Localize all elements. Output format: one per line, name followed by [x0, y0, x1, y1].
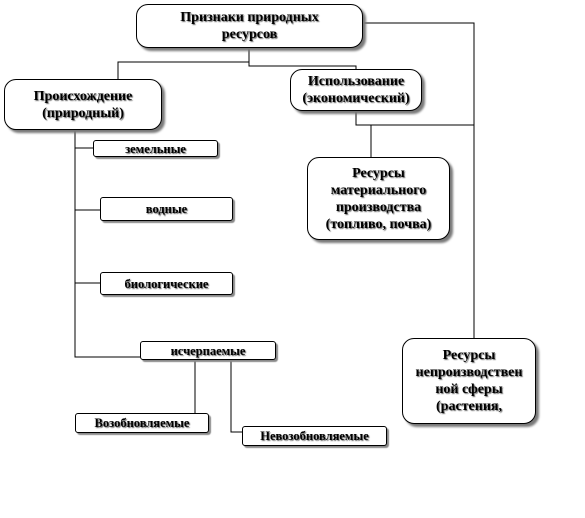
connector-root-usage [248, 48, 357, 69]
nonproduction-node-label: Ресурсы непроизводствен ной сферы (расте… [415, 348, 523, 414]
root-node-label: Признаки природных ресурсов [180, 10, 319, 42]
nonrenewable-node-label: Невозобновляемые [260, 429, 369, 443]
renewable-node-label: Возобновляемые [94, 416, 190, 430]
usage-node: Использование (экономический) [290, 69, 422, 111]
root-node: Признаки природных ресурсов [136, 4, 363, 48]
origin-item-land-label: земельные [125, 141, 186, 156]
connector-root-nonproduction [363, 22, 475, 338]
renewable-node: Возобновляемые [75, 413, 209, 433]
origin-item-land: земельные [93, 140, 218, 157]
nonproduction-node: Ресурсы непроизводствен ной сферы (расте… [402, 338, 536, 424]
origin-item-exhaustible-label: исчерпаемые [170, 343, 246, 358]
origin-node-label: Происхождение (природный) [33, 88, 133, 121]
origin-item-bio-label: биологические [124, 276, 209, 291]
origin-item-water-label: водные [145, 202, 188, 216]
material-node-label: Ресурсы материального производства (топл… [325, 165, 432, 232]
connector-usage-branch [355, 111, 474, 126]
origin-node: Происхождение (природный) [4, 79, 162, 130]
material-node: Ресурсы материального производства (топл… [307, 157, 450, 240]
connector-exhaustible-nonrenewable [230, 360, 242, 433]
origin-item-bio: биологические [100, 272, 233, 295]
origin-item-water: водные [100, 197, 233, 221]
origin-item-exhaustible: исчерпаемые [140, 341, 276, 360]
nonrenewable-node: Невозобновляемые [242, 426, 387, 446]
connector-root-origin [117, 48, 250, 79]
usage-node-label: Использование (экономический) [302, 74, 410, 106]
connector-origin-trunk [74, 130, 140, 358]
